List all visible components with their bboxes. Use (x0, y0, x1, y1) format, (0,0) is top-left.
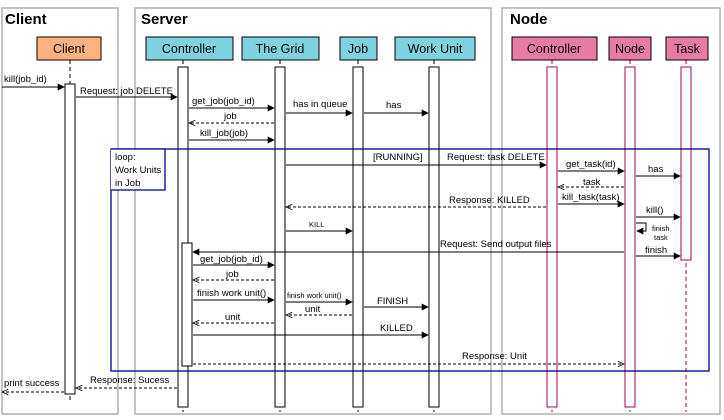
label-finish-work-unit-2: finish work unit() (287, 291, 342, 300)
server-group-title: Server (141, 11, 188, 28)
label-has-2: has (648, 164, 664, 175)
label-finish-task-2: task (654, 233, 668, 242)
node-group-title: Node (510, 11, 548, 28)
task-actor-label: Task (674, 42, 700, 56)
client-group-frame (1, 7, 119, 415)
client-actor-box[interactable] (36, 36, 102, 61)
node-controller-activation (546, 66, 558, 408)
node-controller-actor-label: Controller (527, 42, 581, 56)
node-actor-box[interactable] (608, 36, 652, 61)
label-print-success: print success (4, 378, 60, 389)
node-group-frame (501, 7, 721, 415)
label-request-job-delete: Request: job DELETE (80, 86, 173, 97)
label-kill-paren: kill() (646, 205, 663, 216)
label-task-return: task (583, 177, 601, 188)
task-actor-box[interactable] (665, 36, 709, 61)
label-kill-task: kill_task(task) (562, 192, 620, 203)
label-response-sucess: Response: Sucess (90, 375, 169, 386)
label-get-job-2: get_job(job_id) (200, 254, 263, 265)
label-has-in-queue: has in queue (293, 99, 347, 110)
job-activation (352, 66, 364, 408)
grid-activation (274, 66, 286, 408)
job-actor-box[interactable] (339, 36, 378, 61)
work-unit-actor-box[interactable] (394, 36, 476, 61)
loop-label-2: Work Units (115, 165, 162, 176)
label-finish-caps: FINISH (377, 296, 408, 307)
label-kill-job: kill(job_id) (4, 74, 47, 85)
label-running: [RUNNING] (373, 152, 423, 163)
client-actor-label: Client (53, 42, 85, 56)
job-actor-label: Job (348, 42, 368, 56)
arrow-finish-task-self (636, 222, 647, 235)
client-activation (64, 83, 76, 395)
server-controller-actor-box[interactable] (145, 36, 234, 61)
label-get-job: get_job(job_id) (192, 96, 255, 107)
label-finish: finish (645, 245, 667, 256)
server-controller-actor-label: Controller (162, 42, 216, 56)
label-killed-caps: KILLED (380, 323, 413, 334)
label-finish-work-unit-1: finish work unit() (197, 288, 266, 299)
label-unit-2: unit (225, 312, 241, 323)
label-kill-caps: KILL (309, 220, 324, 229)
server-controller-activation-nested (181, 242, 193, 367)
node-actor-label: Node (615, 42, 645, 56)
label-job-return-2: job (225, 269, 239, 280)
label-job-return-1: job (223, 111, 237, 122)
label-response-killed: Response: KILLED (449, 195, 530, 206)
grid-actor-box[interactable] (241, 36, 320, 61)
label-response-unit: Response: Unit (462, 351, 527, 362)
task-activation (680, 66, 692, 261)
label-get-task: get_task(id) (566, 159, 616, 170)
label-unit-1: unit (305, 304, 321, 315)
client-group-title: Client (5, 11, 47, 28)
label-finish-task-1: finish (652, 224, 670, 233)
server-controller-activation (177, 66, 189, 408)
label-has-1: has (386, 100, 402, 111)
node-activation (624, 66, 636, 408)
node-controller-actor-box[interactable] (511, 36, 598, 61)
work-unit-activation (428, 66, 440, 408)
label-request-task-delete: Request: task DELETE (447, 152, 545, 163)
loop-label-box (111, 148, 166, 191)
grid-actor-label: The Grid (256, 42, 305, 56)
loop-label-3: in Job (115, 178, 140, 189)
server-group-frame (134, 7, 492, 415)
work-unit-actor-label: Work Unit (408, 42, 463, 56)
label-kill-job-job: kill_job(job) (200, 128, 248, 139)
loop-frame (110, 148, 710, 372)
loop-label-1: loop: (115, 152, 136, 163)
label-request-send-output: Request: Send output files (440, 239, 552, 250)
